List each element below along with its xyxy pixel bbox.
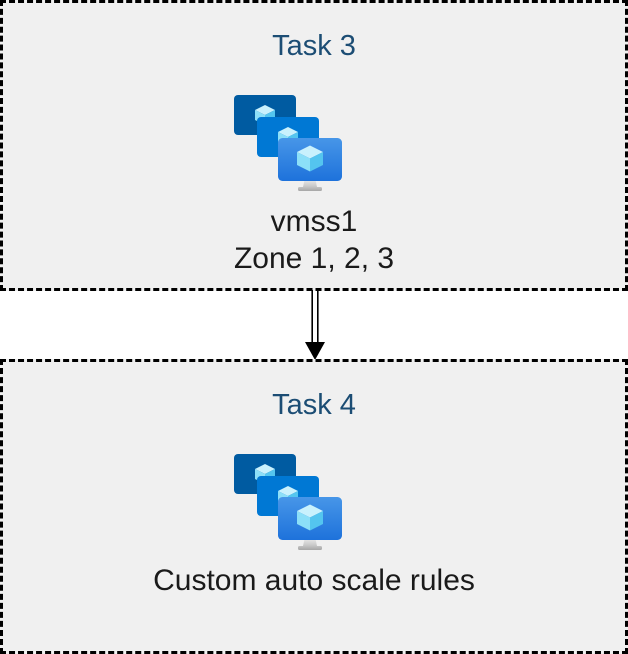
task3-box: Task 3 vmss1 Zone 1, 2, 3 bbox=[0, 0, 628, 291]
vmss-name-label: vmss1 bbox=[270, 205, 358, 238]
autoscale-rules-label: Custom auto scale rules bbox=[153, 564, 475, 597]
task4-box: Task 4 Custom auto scale rules bbox=[0, 359, 628, 654]
task4-title: Task 4 bbox=[272, 389, 356, 421]
task4-labels: Custom auto scale rules bbox=[153, 562, 475, 599]
vm-scale-sets-icon bbox=[234, 95, 342, 191]
vm-scale-sets-icon bbox=[234, 454, 342, 550]
task3-labels: vmss1 Zone 1, 2, 3 bbox=[234, 203, 394, 277]
task3-title: Task 3 bbox=[272, 30, 356, 62]
zones-label: Zone 1, 2, 3 bbox=[233, 242, 395, 275]
flow-arrow bbox=[305, 290, 325, 360]
